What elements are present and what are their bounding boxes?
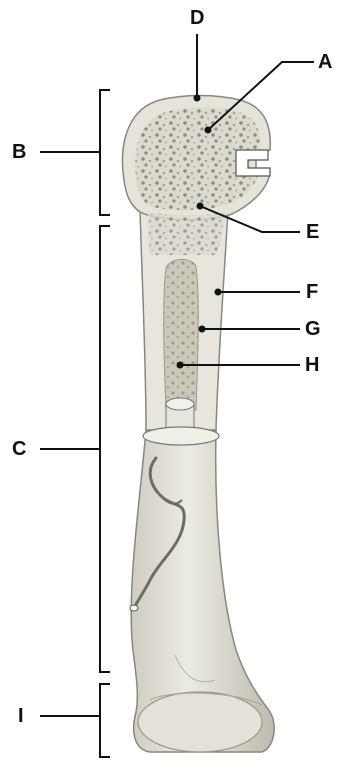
bracket-c [40, 226, 110, 672]
label-c: C [12, 439, 26, 459]
bone-drawing [123, 96, 275, 753]
marker-g [199, 326, 206, 333]
marker-f [215, 289, 222, 296]
medullary-cavity [164, 259, 199, 410]
label-a: A [318, 52, 332, 72]
bracket-b [40, 90, 110, 215]
label-e: E [306, 222, 319, 242]
label-b: B [12, 142, 26, 162]
label-h: H [305, 355, 319, 375]
distal-condyle [138, 692, 262, 752]
marker-h [177, 362, 184, 369]
marker-e [197, 203, 204, 210]
label-g: G [305, 319, 321, 339]
label-f: F [306, 282, 318, 302]
label-d: D [190, 8, 204, 28]
marker-d [194, 95, 201, 102]
bracket-i [40, 684, 110, 757]
marker-a [205, 127, 212, 134]
label-i: I [18, 706, 24, 726]
shaft-cut-edge [143, 427, 219, 445]
